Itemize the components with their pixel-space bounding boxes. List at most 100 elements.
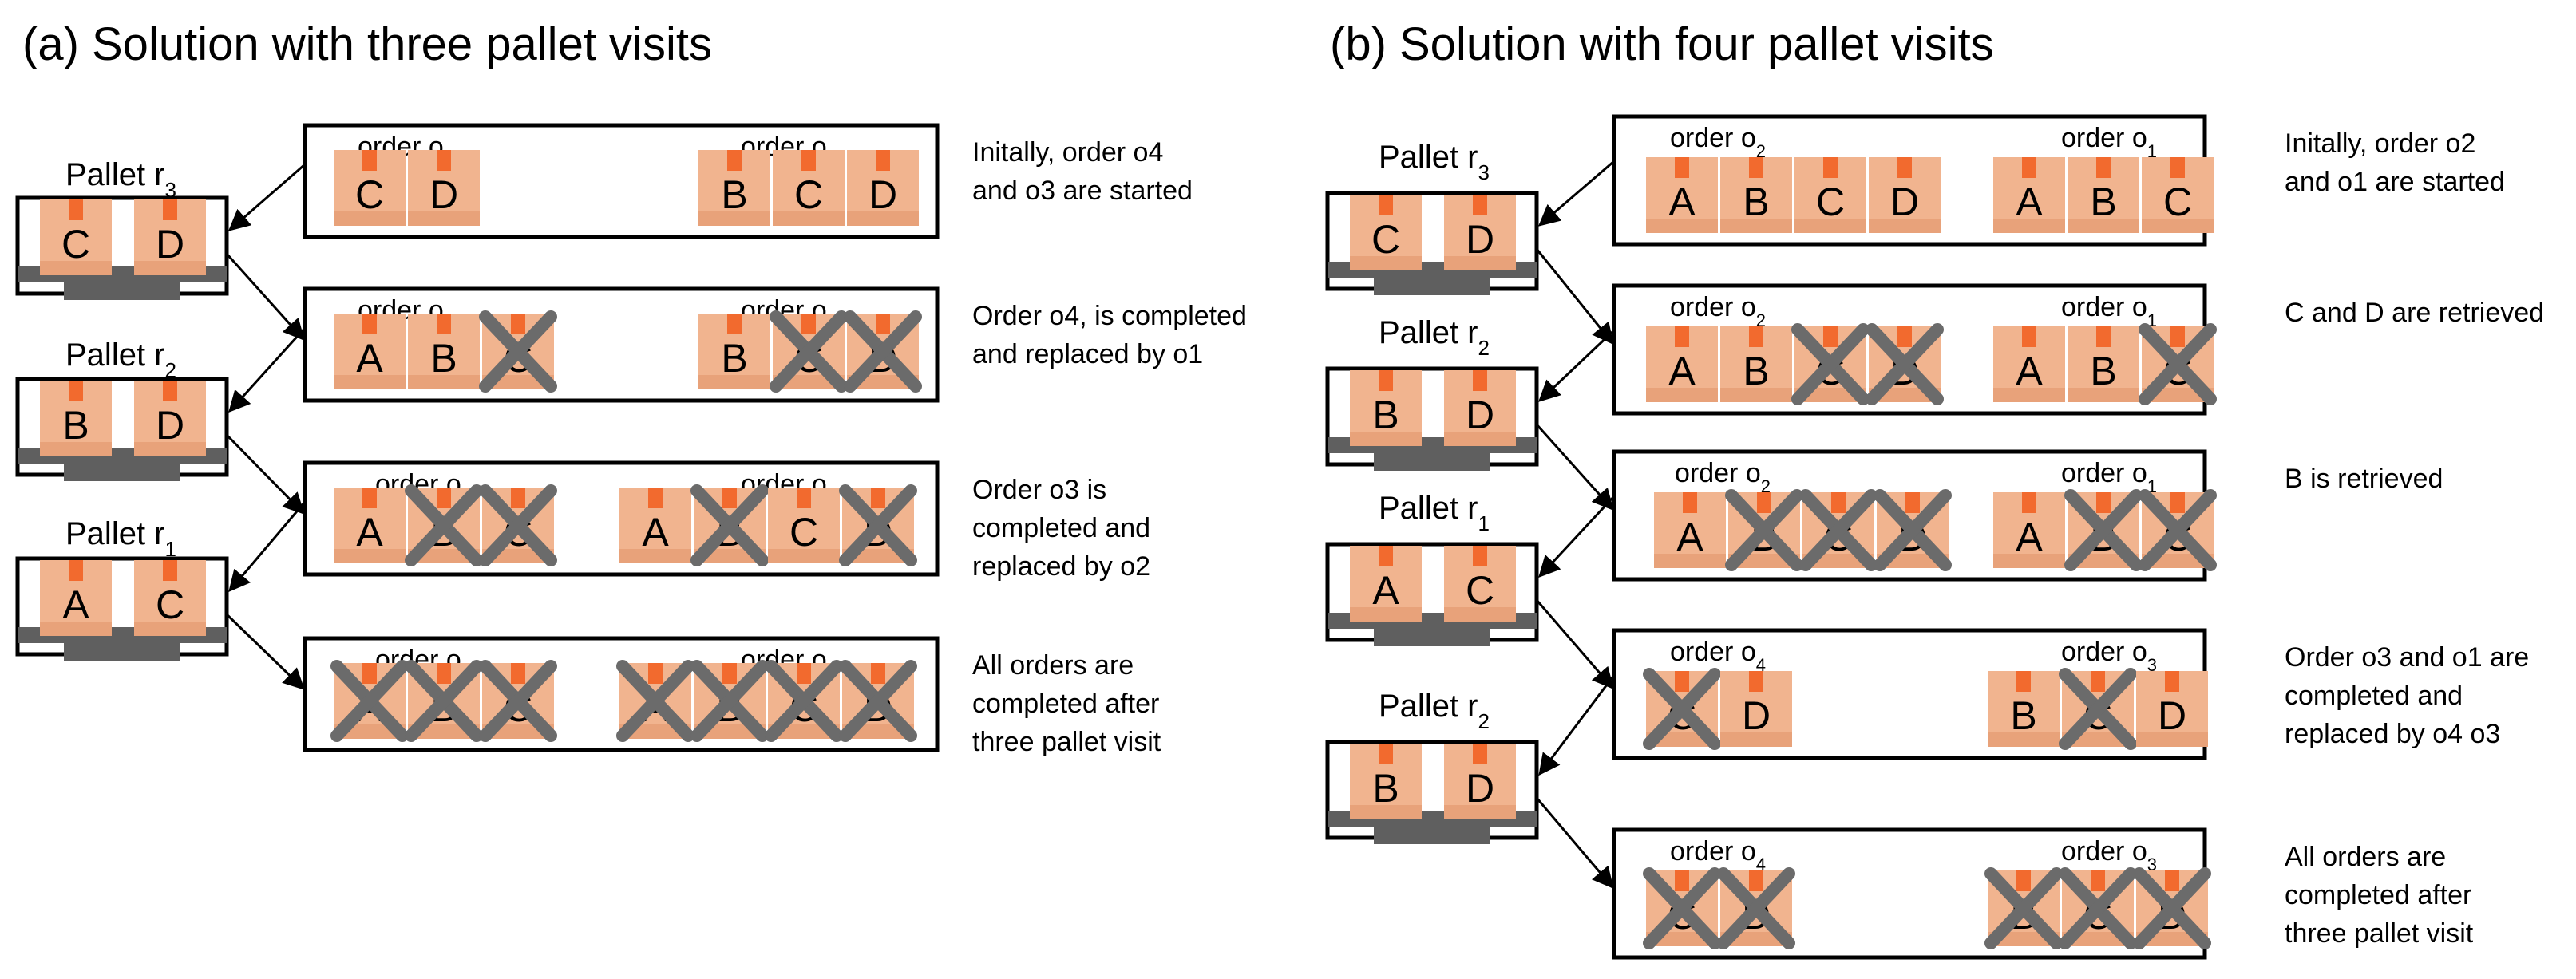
order-carton: A: [334, 314, 406, 389]
panel-a: (a) Solution with three pallet visitsPal…: [15, 18, 1247, 757]
order-subscript: 2: [1761, 476, 1771, 496]
arrow-to-state: [225, 613, 305, 690]
carton-letter: C: [61, 222, 90, 266]
arrow-to-state: [1535, 599, 1614, 690]
order-carton: B: [2068, 157, 2139, 233]
pallet-carton: D: [134, 199, 206, 275]
order-carton: D: [847, 150, 919, 226]
description-line: B is retrieved: [2285, 464, 2443, 494]
pallet-subscript: 2: [165, 358, 176, 382]
retrieved-cross-icon: [1866, 323, 1944, 405]
carton-tape: [362, 314, 377, 334]
order-group: order o4CD: [1643, 836, 1795, 949]
carton-tape: [1749, 157, 1763, 178]
description-line: Initally, order o4: [972, 137, 1163, 168]
carton-tape: [69, 381, 83, 401]
pallet-label: Pallet r2: [65, 338, 176, 382]
retrieved-cross-icon: [479, 660, 557, 742]
carton-shade: [1993, 388, 2065, 402]
carton-letter: B: [1372, 393, 1399, 437]
order-carton: C: [765, 660, 843, 742]
order-carton: C: [2139, 489, 2217, 571]
pallet: Pallet r2 B D: [1325, 315, 1539, 471]
carton-shade: [768, 549, 840, 563]
carton-shade: [1350, 256, 1422, 270]
carton-tape: [722, 663, 737, 684]
carton-shade: [619, 549, 691, 563]
retrieved-cross-icon: [765, 660, 843, 742]
order-carton: D: [844, 310, 922, 393]
order-carton: A: [1993, 326, 2065, 402]
order-group: order o3BCD: [698, 295, 922, 393]
carton-shade: [40, 261, 112, 275]
pallet-subscript: 1: [165, 537, 176, 561]
carton-shade: [134, 261, 206, 275]
order-carton: D: [839, 484, 917, 566]
pallet-foot: [1374, 453, 1490, 471]
carton-tape: [163, 199, 177, 220]
order-carton: B: [698, 150, 770, 226]
retrieved-cross-icon: [1643, 668, 1721, 750]
carton-letter: D: [1890, 180, 1919, 224]
carton-shade: [2136, 732, 2208, 747]
description-line: replaced by o4 o3: [2285, 719, 2500, 749]
carton-shade: [847, 211, 919, 226]
order-label: order o3: [2061, 836, 2157, 874]
description-line: three pallet visit: [972, 727, 1161, 757]
pallet-foot: [64, 643, 180, 661]
order-carton: B: [408, 314, 480, 389]
carton-shade: [773, 211, 845, 226]
retrieved-cross-icon: [839, 660, 917, 742]
carton-tape: [2022, 492, 2036, 513]
pallet-carton: A: [40, 560, 112, 636]
retrieved-cross-icon: [1791, 323, 1870, 405]
panel-title: (b) Solution with four pallet visits: [1330, 18, 1994, 70]
order-carton: B: [1720, 157, 1792, 233]
carton-tape: [2096, 492, 2111, 513]
pallet-label: Pallet r2: [1379, 315, 1490, 360]
order-label: order o1: [2061, 123, 2157, 161]
order-carton: D: [2133, 867, 2211, 949]
carton-shade: [1646, 388, 1718, 402]
carton-tape: [1675, 157, 1689, 178]
carton-shade: [1444, 805, 1516, 819]
pallet-subscript: 2: [1478, 336, 1490, 360]
pallet-foot: [1374, 278, 1490, 295]
carton-tape: [1823, 326, 1838, 347]
carton-letter: C: [1466, 568, 1494, 613]
arrow-to-pallet: [1538, 329, 1616, 402]
order-carton: D: [1717, 867, 1795, 949]
carton-shade: [134, 442, 206, 456]
pallet-carton: D: [1444, 370, 1516, 446]
carton-letter: C: [355, 172, 384, 217]
description-line: and replaced by o1: [972, 339, 1203, 369]
flow-arrows: [225, 163, 307, 690]
carton-shade: [1720, 219, 1792, 233]
carton-shade: [40, 622, 112, 636]
retrieved-cross-icon: [1874, 489, 1952, 571]
retrieved-cross-icon: [2139, 489, 2217, 571]
carton-tape: [2096, 326, 2111, 347]
carton-tape: [2096, 157, 2111, 178]
pallet-label: Pallet r2: [1379, 689, 1490, 733]
carton-letter: A: [1668, 180, 1696, 224]
state-description: C and D are retrieved: [2285, 298, 2544, 328]
carton-tape: [801, 314, 816, 334]
retrieved-cross-icon: [1643, 867, 1721, 949]
carton-shade: [1720, 732, 1792, 747]
carton-tape: [1473, 370, 1487, 391]
carton-shade: [2068, 388, 2139, 402]
order-label: order o3: [2061, 637, 2157, 675]
pallet-label: Pallet r1: [1379, 491, 1490, 535]
order-carton: C: [770, 310, 848, 393]
order-subscript: 1: [2147, 476, 2157, 496]
order-group: order o3BCD: [1984, 836, 2211, 949]
